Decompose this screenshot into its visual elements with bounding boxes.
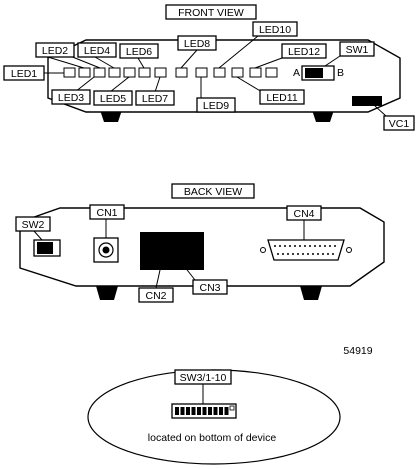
- label-cn3: CN3: [199, 282, 220, 294]
- callout-cn4: [286, 205, 322, 221]
- led5-indicator: [123, 67, 136, 78]
- callout-led10: [252, 21, 298, 37]
- callout-led12: [281, 43, 327, 59]
- front-foot-left: [100, 110, 122, 122]
- led2-indicator: [78, 67, 91, 78]
- led1-indicator: [63, 67, 76, 78]
- label-cn2: CN2: [145, 290, 166, 302]
- figure-number: 54919: [343, 345, 372, 357]
- led9-indicator: [195, 67, 208, 78]
- back-foot-left: [96, 286, 118, 300]
- led4-indicator: [108, 67, 121, 78]
- callout-led9: [196, 97, 236, 113]
- label-vc1: VC1: [389, 118, 410, 130]
- sw1-switch-slider: [305, 68, 323, 78]
- bottom-callout: SW3/1-10 located on bottom of device: [87, 369, 341, 465]
- cn4-screw-left: [260, 247, 266, 253]
- label-sw2: SW2: [22, 219, 45, 231]
- callout-led2: [35, 42, 75, 58]
- back-foot-right: [300, 286, 322, 300]
- led10-indicator: [213, 67, 226, 78]
- callout-sw1: [339, 41, 375, 57]
- label-led7: LED7: [142, 93, 168, 105]
- callout-led5: [93, 90, 133, 106]
- bottom-note: located on bottom of device: [148, 432, 277, 444]
- front-view-title: FRONT VIEW: [178, 7, 244, 19]
- led3-indicator: [93, 67, 106, 78]
- label-sw1: SW1: [346, 44, 369, 56]
- cn4-connector: [267, 239, 345, 261]
- led7-indicator: [154, 67, 167, 78]
- callout-sw2: [15, 216, 51, 232]
- cn2-cn3-connector-block: [140, 232, 204, 270]
- callout-led4: [77, 42, 117, 58]
- label-led4: LED4: [84, 45, 110, 57]
- back-view-title-box: [171, 183, 255, 199]
- callout-led6: [119, 43, 159, 59]
- cn4-pins: [274, 245, 336, 255]
- label-led11: LED11: [266, 92, 297, 104]
- label-led1: LED1: [11, 68, 37, 80]
- led11-indicator: [231, 67, 244, 78]
- sw1-position-b: B: [337, 67, 344, 79]
- front-foot-right: [312, 110, 334, 122]
- front-view-title-box: [165, 4, 257, 20]
- callout-vc1: [383, 115, 415, 131]
- sw3-dip-switch-positions: [175, 407, 229, 415]
- label-led10: LED10: [259, 24, 291, 36]
- back-view: BACK VIEW: [15, 183, 385, 303]
- front-view: FRONT VIEW A B: [3, 4, 415, 131]
- label-cn4: CN4: [293, 208, 314, 220]
- callout-led7: [135, 90, 175, 106]
- cn4-screw-right: [346, 247, 352, 253]
- label-cn1: CN1: [96, 207, 117, 219]
- label-led6: LED6: [126, 46, 152, 58]
- label-sw3: SW3/1-10: [180, 372, 227, 384]
- back-view-title: BACK VIEW: [184, 186, 242, 198]
- label-led8: LED8: [184, 38, 210, 50]
- led6-indicator: [138, 67, 151, 78]
- led8-indicator: [175, 67, 188, 78]
- callout-led3: [51, 89, 91, 105]
- label-led2: LED2: [42, 45, 68, 57]
- label-led9: LED9: [203, 100, 229, 112]
- sw3-dip-switch-marker: [229, 405, 235, 411]
- callout-led1: [3, 65, 45, 81]
- callout-led8: [177, 35, 217, 51]
- label-led12: LED12: [288, 46, 320, 58]
- callout-led11: [259, 89, 305, 105]
- vc1-connector: [352, 96, 382, 106]
- label-led3: LED3: [58, 92, 84, 104]
- callout-cn2: [138, 287, 174, 303]
- led12-indicator: [249, 67, 262, 78]
- led-extra-indicator: [265, 67, 278, 78]
- cn1-connector-pin: [102, 246, 110, 254]
- callout-cn3: [192, 279, 228, 295]
- callout-cn1: [89, 204, 125, 220]
- label-led5: LED5: [100, 93, 126, 105]
- sw1-position-a: A: [293, 67, 300, 79]
- sw2-switch-slider: [37, 242, 53, 254]
